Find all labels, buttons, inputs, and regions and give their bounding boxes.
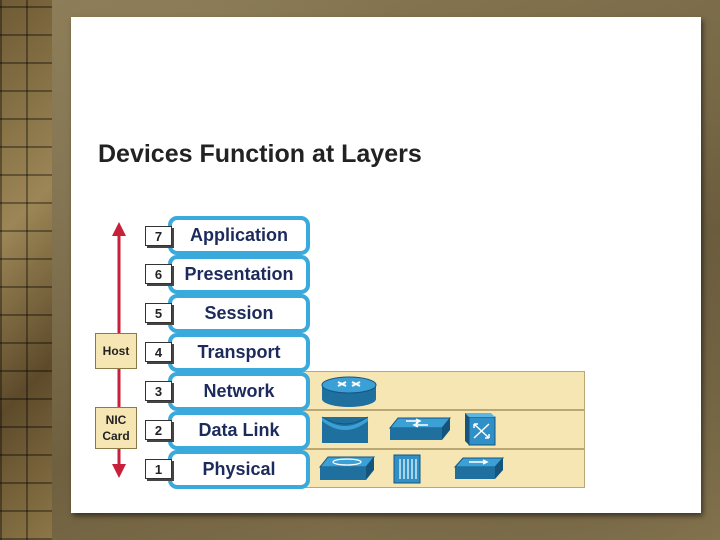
layer-network: Network <box>168 372 310 411</box>
layer-number-5: 5 <box>145 303 172 323</box>
layer-number-7: 7 <box>145 226 172 246</box>
layer-presentation: Presentation <box>168 255 310 294</box>
layer-session: Session <box>168 294 310 333</box>
layer-number-6: 6 <box>145 264 172 284</box>
multilayer-switch-icon <box>465 413 496 446</box>
patch-panel-icon <box>393 454 421 484</box>
layer-physical: Physical <box>168 450 310 489</box>
nic-label-line2: Card <box>102 429 130 443</box>
layer-application: Application <box>168 216 310 255</box>
layer-number-4: 4 <box>145 342 172 362</box>
bridge-icon <box>321 416 369 443</box>
nic-label-line1: NIC <box>105 413 127 427</box>
slide-title: Devices Function at Layers <box>98 140 422 168</box>
layer-transport: Transport <box>168 333 310 372</box>
repeater-icon <box>453 457 505 479</box>
nic-card-label: NIC Card <box>95 407 137 449</box>
hub-icon <box>318 456 376 480</box>
switch-icon <box>388 417 452 440</box>
router-icon <box>321 376 377 407</box>
layer-number-3: 3 <box>145 381 172 401</box>
host-label: Host <box>95 333 137 369</box>
layer-number-2: 2 <box>145 420 172 440</box>
layer-number-1: 1 <box>145 459 172 479</box>
left-decorative-strip <box>0 0 52 540</box>
layer-data-link: Data Link <box>168 411 310 450</box>
